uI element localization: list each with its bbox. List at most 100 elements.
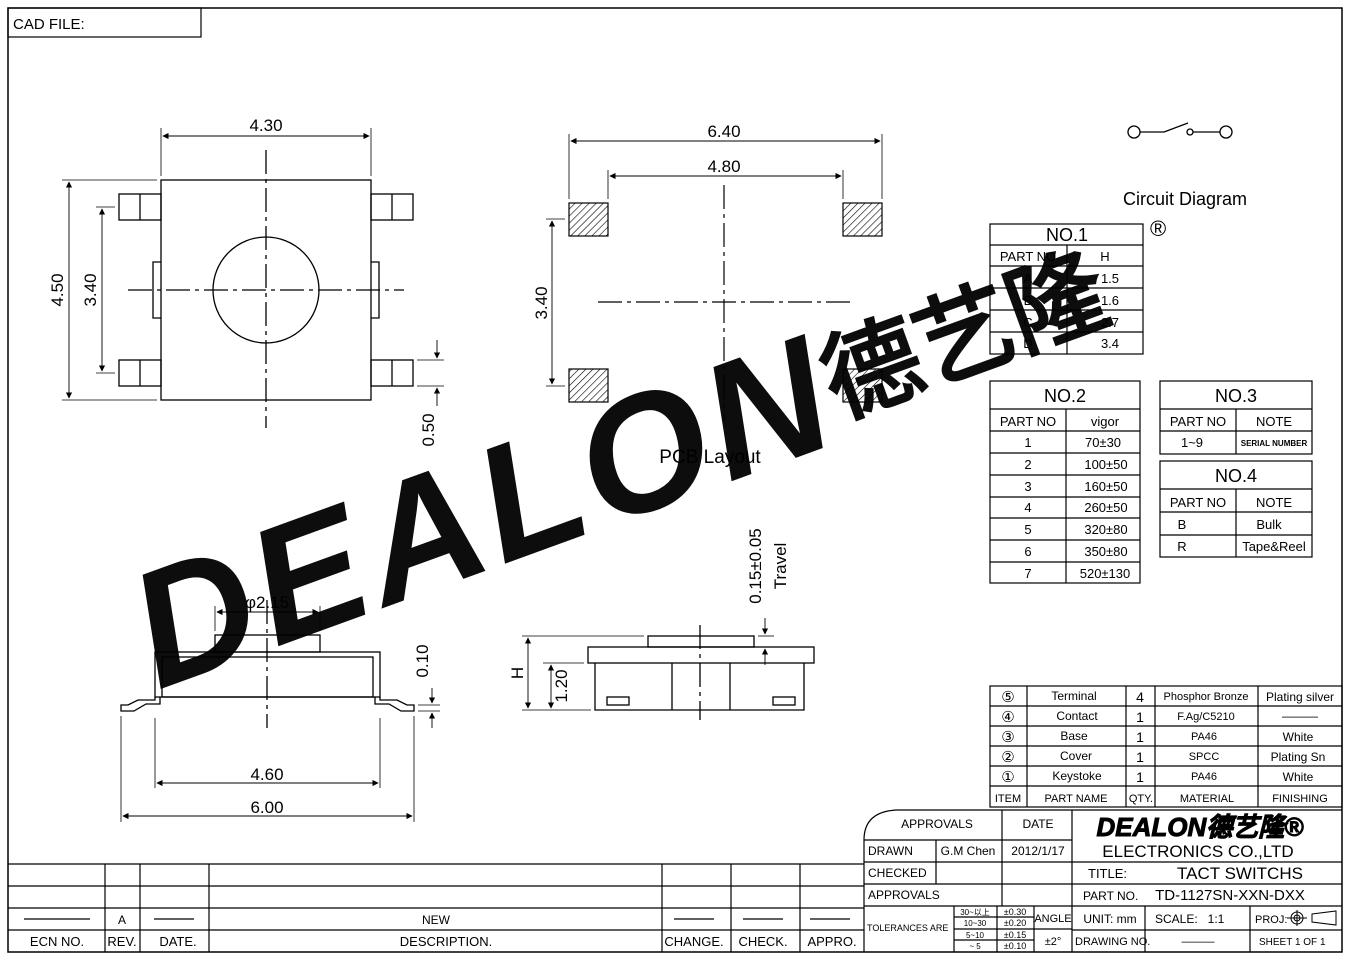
- no1-cell: 1.6: [1101, 293, 1119, 308]
- bom-header-item: ITEM: [995, 793, 1021, 805]
- side-dim-total: 6.00: [250, 798, 283, 817]
- bom-name: Terminal: [1051, 689, 1096, 703]
- revision-block: [8, 863, 864, 952]
- tb-scale: 1:1: [1208, 912, 1225, 926]
- no1-cell: D: [1023, 336, 1032, 351]
- no4-cell: B: [1178, 517, 1187, 532]
- tb-company: ELECTRONICS CO.,LTD: [1102, 842, 1293, 861]
- no4-cell: R: [1177, 539, 1186, 554]
- tb-angle-value: ±2°: [1045, 936, 1062, 948]
- side-travel-label: Travel: [771, 543, 790, 590]
- pcb-dim-inner: 4.80: [707, 157, 740, 176]
- tb-company-logo: DEALON德艺隆®: [1097, 812, 1305, 842]
- no1-table: [989, 223, 1144, 355]
- no4-header-note: NOTE: [1256, 495, 1292, 510]
- side-dim-body: 4.60: [250, 765, 283, 784]
- bom-qty: 1: [1136, 769, 1144, 785]
- top-dim-height: 4.50: [48, 273, 67, 306]
- rev-appro-header: APPRO.: [807, 934, 856, 949]
- tb-sheet: SHEET 1 OF 1: [1259, 937, 1326, 948]
- cad-file-label: CAD FILE:: [13, 16, 85, 33]
- tb-tol-range: ~ 5: [969, 942, 981, 951]
- top-view: [62, 128, 444, 428]
- bom-material: SPCC: [1189, 751, 1220, 763]
- bom-qty: 1: [1136, 729, 1144, 745]
- no2-table: [989, 380, 1141, 584]
- bom-name: Keystoke: [1052, 769, 1102, 783]
- no2-cell: 260±50: [1084, 500, 1127, 515]
- no3-table: [1159, 380, 1313, 455]
- side-dim-diameter: φ2.15: [245, 593, 289, 612]
- no4-cell: Bulk: [1256, 517, 1282, 532]
- tb-unit: UNIT: mm: [1083, 912, 1136, 926]
- bom-item: ⑤: [1001, 689, 1014, 706]
- bom-qty: 1: [1136, 749, 1144, 765]
- bom-qty: 1: [1136, 709, 1144, 725]
- no2-cell: 3: [1024, 479, 1031, 494]
- title-block: [863, 809, 1342, 952]
- no3-header-note: NOTE: [1256, 414, 1292, 429]
- bom-header-qty: QTY.: [1129, 793, 1153, 805]
- tb-tol-value: ±0.30: [1004, 907, 1026, 917]
- rev-change-header: CHANGE.: [664, 934, 723, 949]
- no3-header-part: PART NO: [1170, 414, 1226, 429]
- tb-approvals: APPROVALS: [901, 817, 973, 831]
- no2-header-part: PART NO: [1000, 414, 1056, 429]
- bom-name: Contact: [1056, 709, 1098, 723]
- rev-value: A: [118, 913, 126, 927]
- top-dim-pin: 0.50: [419, 413, 438, 446]
- no2-cell: 520±130: [1080, 566, 1131, 581]
- no2-cell: 6: [1024, 544, 1031, 559]
- tb-tolerances: TOLERANCES ARE: [867, 923, 948, 933]
- no2-title: NO.2: [1044, 386, 1086, 406]
- side-dim-base: 1.20: [552, 669, 571, 702]
- no1-cell: 2.7: [1101, 315, 1119, 330]
- rev-desc-value: NEW: [422, 913, 451, 927]
- no3-cell: SERIAL NUMBER: [1241, 439, 1308, 448]
- rev-check-header: CHECK.: [738, 934, 787, 949]
- bom-item: ④: [1001, 709, 1014, 726]
- tb-tol-value: ±0.10: [1004, 941, 1026, 951]
- bom-finishing: Plating Sn: [1271, 750, 1326, 764]
- no1-cell: 1.5: [1101, 271, 1119, 286]
- bom-finishing: ———: [1282, 709, 1318, 723]
- tb-angle-label: ANGLE: [1034, 913, 1071, 925]
- tb-part-no: TD-1127SN-XXN-DXX: [1155, 887, 1305, 904]
- no2-cell: 160±50: [1084, 479, 1127, 494]
- no2-cell: 1: [1024, 435, 1031, 450]
- bom-header-material: MATERIAL: [1180, 793, 1234, 805]
- no2-header-vigor: vigor: [1091, 414, 1120, 429]
- tb-tol-range: 10~30: [964, 919, 987, 928]
- side-view-right: [522, 618, 815, 720]
- top-dim-width: 4.30: [249, 116, 282, 135]
- tb-drawn-date: 2012/1/17: [1011, 844, 1065, 858]
- no1-cell: B: [1024, 293, 1033, 308]
- tb-tol-value: ±0.20: [1004, 918, 1026, 928]
- no4-table: [1159, 460, 1313, 558]
- top-dim-inner-height: 3.40: [81, 273, 100, 306]
- bom-header-name: PART NAME: [1045, 793, 1108, 805]
- bom-finishing: White: [1283, 730, 1314, 744]
- tb-proj: PROJ:: [1255, 914, 1287, 926]
- no4-header-part: PART NO: [1170, 495, 1226, 510]
- no2-cell: 70±30: [1085, 435, 1121, 450]
- rev-date-header: DATE.: [159, 934, 196, 949]
- watermark-brand: DEALON: [107, 299, 858, 722]
- bom-name: Base: [1060, 729, 1088, 743]
- tb-tol-value: ±0.15: [1004, 930, 1026, 940]
- tb-approvals2: APPROVALS: [868, 888, 940, 902]
- no1-cell: A: [1024, 271, 1033, 286]
- bom-material: PA46: [1191, 731, 1217, 743]
- bom-finishing: Plating silver: [1266, 690, 1334, 704]
- no1-cell: 3.4: [1101, 336, 1119, 351]
- tb-tol-range: 30~以上: [960, 908, 990, 917]
- no3-cell: 1~9: [1181, 435, 1203, 450]
- tb-tol-range: 5~10: [966, 931, 985, 940]
- tb-drawn-by: G.M Chen: [941, 844, 996, 858]
- circuit-diagram-label: Circuit Diagram: [1123, 189, 1247, 209]
- tb-title: TACT SWITCHS: [1177, 864, 1303, 883]
- pcb-dim-height: 3.40: [532, 286, 551, 319]
- bom-item: ①: [1001, 769, 1014, 786]
- projection-symbol-icon: [1287, 910, 1337, 926]
- side-dim-thickness: 0.10: [413, 644, 432, 677]
